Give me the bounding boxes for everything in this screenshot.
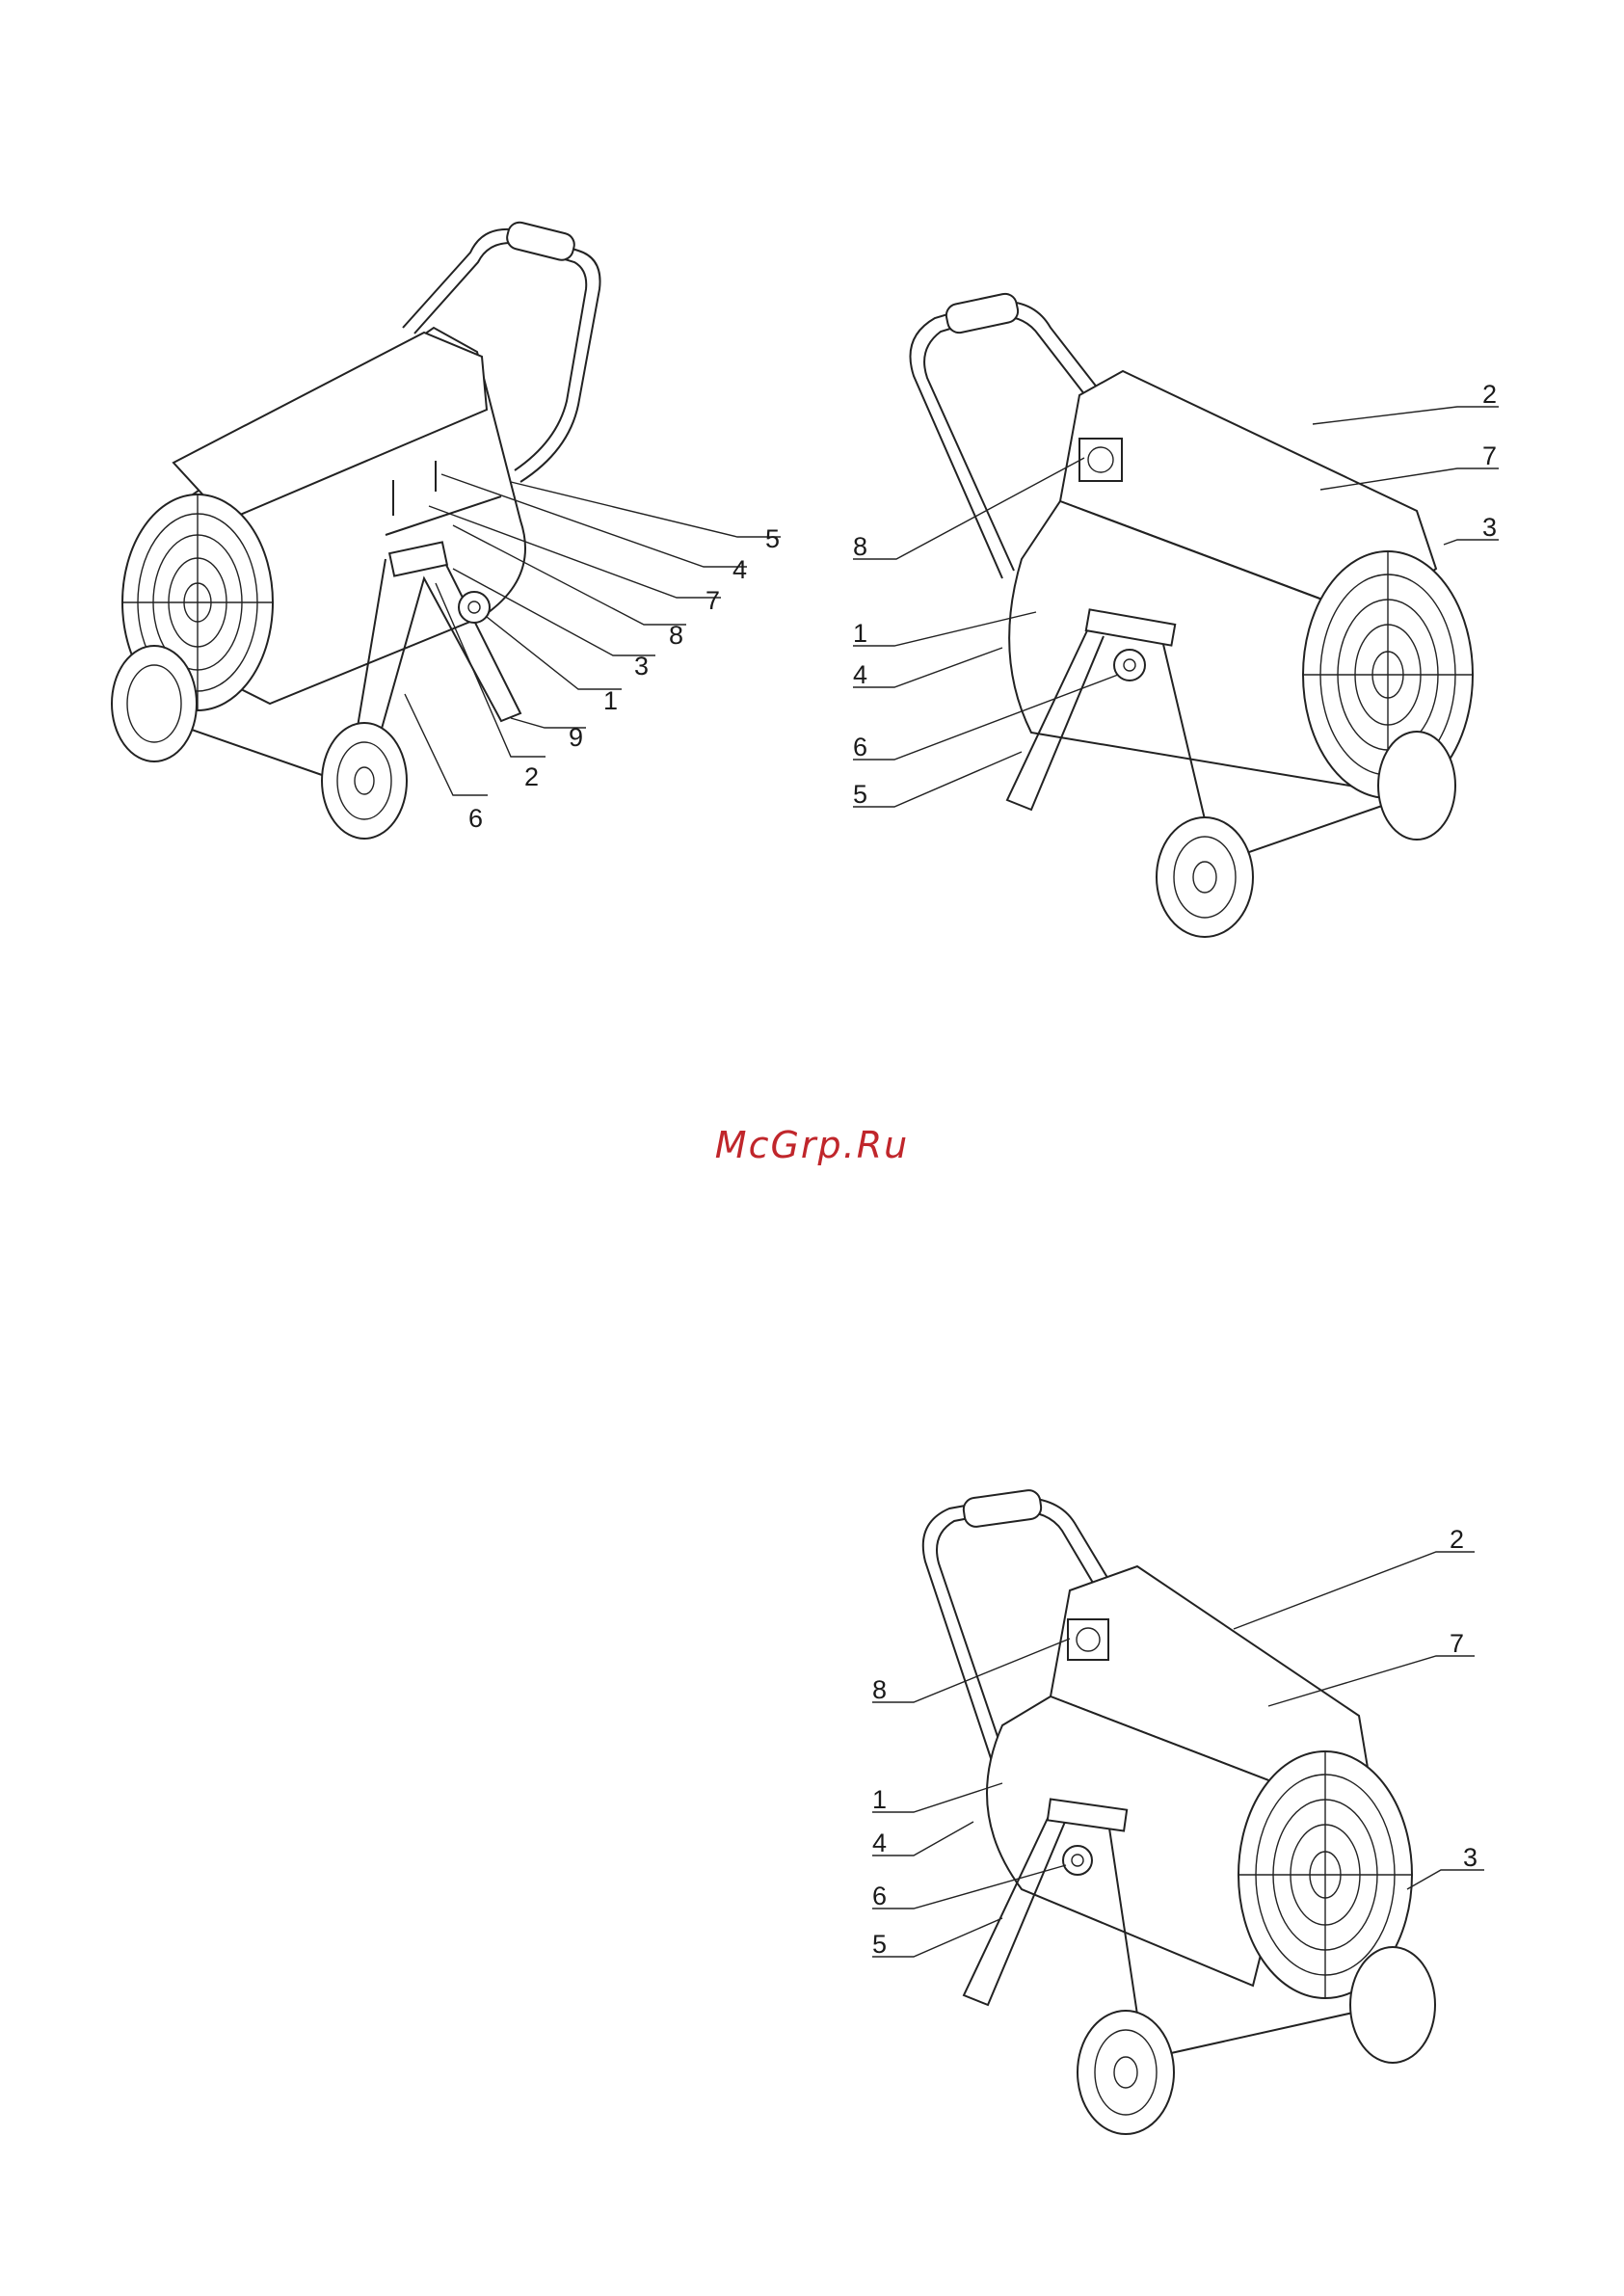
wheel-front-icon (1078, 2011, 1174, 2134)
wheel-rear-icon (1350, 1947, 1435, 2063)
power-socket-icon (1068, 1619, 1108, 1660)
fig3-callout-5: 5 (872, 1930, 887, 1959)
fig3-callout-7: 7 (1450, 1629, 1464, 1658)
fig3-callout-2: 2 (1450, 1525, 1464, 1554)
fig3-callout-1: 1 (872, 1785, 887, 1814)
knob-icon (1063, 1846, 1092, 1875)
fig3-callout-3: 3 (1463, 1843, 1478, 1872)
watermark-text: McGrp.Ru (0, 1124, 1624, 1166)
fig3-callout-4: 4 (872, 1829, 887, 1857)
handle-grip-icon (962, 1489, 1042, 1529)
fig3-callout-6: 6 (872, 1882, 887, 1910)
fig3-callout-8: 8 (872, 1675, 887, 1704)
